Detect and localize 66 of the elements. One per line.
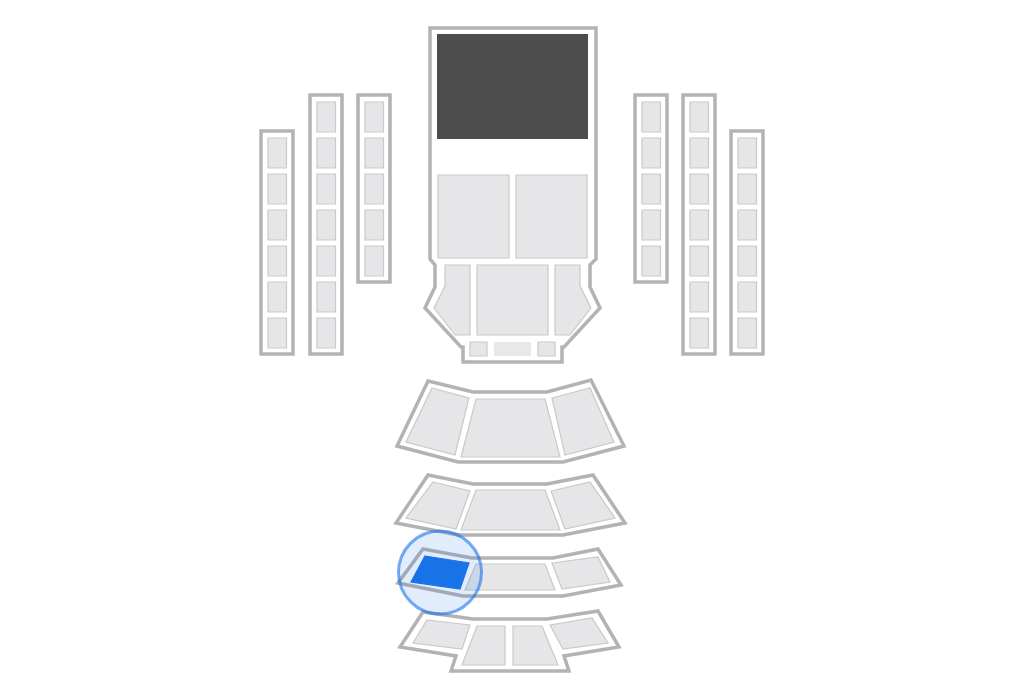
seating-tier bbox=[394, 377, 627, 464]
seat-section bbox=[689, 101, 710, 133]
seat-section bbox=[689, 209, 710, 241]
seat-section bbox=[689, 137, 710, 169]
seat-section bbox=[737, 281, 758, 313]
seat-section bbox=[267, 137, 288, 169]
seating-block bbox=[633, 93, 669, 284]
seat-section bbox=[364, 245, 385, 277]
seat-section bbox=[550, 481, 616, 530]
seat-section bbox=[641, 209, 662, 241]
seat-section bbox=[433, 264, 471, 336]
selected-section bbox=[410, 555, 470, 590]
seat-section bbox=[476, 264, 549, 336]
seat-section bbox=[549, 617, 609, 650]
seat-section bbox=[737, 209, 758, 241]
seat-section bbox=[364, 137, 385, 169]
seat-section bbox=[460, 489, 561, 531]
seat-section bbox=[512, 625, 559, 666]
seat-section bbox=[551, 556, 611, 590]
stage bbox=[437, 34, 588, 139]
seat-section bbox=[267, 281, 288, 313]
seat-section bbox=[267, 209, 288, 241]
seating-block bbox=[356, 93, 392, 284]
seat-section bbox=[689, 281, 710, 313]
seat-section bbox=[737, 173, 758, 205]
seat-section bbox=[437, 174, 510, 259]
seat-section bbox=[551, 387, 615, 456]
seat-section bbox=[364, 101, 385, 133]
seat-section bbox=[641, 245, 662, 277]
seating-block bbox=[308, 93, 344, 356]
seat-section bbox=[412, 619, 471, 650]
seating-tier bbox=[394, 547, 624, 598]
seat-section bbox=[641, 101, 662, 133]
seat-section bbox=[316, 101, 337, 133]
seat-section bbox=[689, 317, 710, 349]
seat-section bbox=[641, 137, 662, 169]
seat-section bbox=[689, 173, 710, 205]
seat-section bbox=[405, 387, 470, 456]
seat-section bbox=[316, 317, 337, 349]
seating-block bbox=[259, 129, 295, 356]
seat-section bbox=[316, 245, 337, 277]
seat-section bbox=[316, 281, 337, 313]
seat-section bbox=[515, 174, 588, 259]
seat-section bbox=[316, 173, 337, 205]
seat-section bbox=[469, 341, 488, 357]
seat-section bbox=[316, 209, 337, 241]
seat-section bbox=[267, 173, 288, 205]
seating-tier bbox=[393, 473, 628, 537]
seat-section bbox=[737, 317, 758, 349]
floor-area bbox=[422, 26, 603, 364]
seat-section bbox=[554, 264, 592, 336]
seat-section bbox=[689, 245, 710, 277]
seating-block bbox=[681, 93, 717, 356]
seating-block bbox=[729, 129, 765, 356]
seating-tier bbox=[397, 609, 622, 673]
seat-section bbox=[737, 137, 758, 169]
seat-section bbox=[267, 245, 288, 277]
seat-section bbox=[316, 137, 337, 169]
seat-section bbox=[461, 625, 506, 666]
seat-section bbox=[364, 209, 385, 241]
seat-section bbox=[537, 341, 556, 357]
seat-section bbox=[267, 317, 288, 349]
seat-section bbox=[641, 173, 662, 205]
seat-section bbox=[364, 173, 385, 205]
seat-section bbox=[737, 245, 758, 277]
seat-section bbox=[460, 398, 561, 458]
